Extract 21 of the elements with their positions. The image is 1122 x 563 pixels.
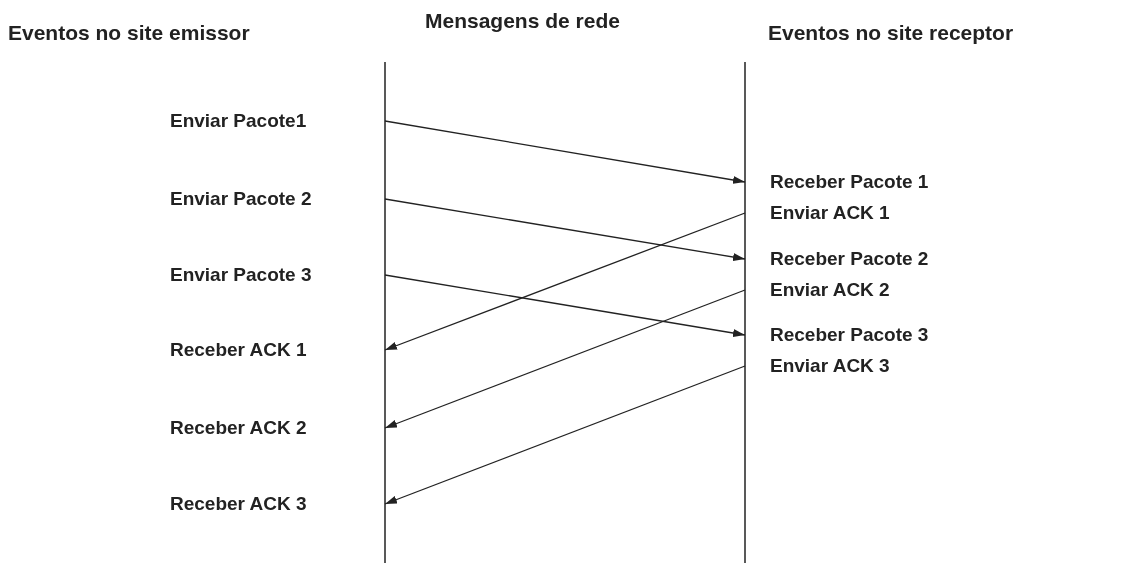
event-label: Enviar ACK 3 — [770, 354, 891, 378]
event-label: Receber Pacote 2 — [770, 247, 930, 271]
column-heading: Eventos no site receptor — [768, 20, 1014, 46]
column-heading: Mensagens de rede — [425, 8, 620, 34]
event-label: Receber ACK 2 — [170, 416, 308, 440]
event-label: Enviar Pacote 3 — [170, 263, 313, 287]
event-label: Enviar ACK 1 — [770, 201, 891, 225]
arrow — [384, 120, 746, 184]
event-label: Enviar Pacote1 — [170, 109, 308, 133]
arrow — [384, 198, 746, 261]
arrow — [384, 212, 746, 351]
event-label: Receber Pacote 1 — [770, 170, 930, 194]
arrow — [384, 365, 746, 505]
event-label: Receber ACK 3 — [170, 492, 308, 516]
arrow — [384, 289, 746, 429]
event-label: Enviar ACK 2 — [770, 278, 891, 302]
event-label: Enviar Pacote 2 — [170, 187, 313, 211]
event-label: Receber ACK 1 — [170, 338, 308, 362]
arrow — [384, 274, 746, 337]
event-label: Receber Pacote 3 — [770, 323, 930, 347]
column-heading: Eventos no site emissor — [8, 20, 250, 46]
